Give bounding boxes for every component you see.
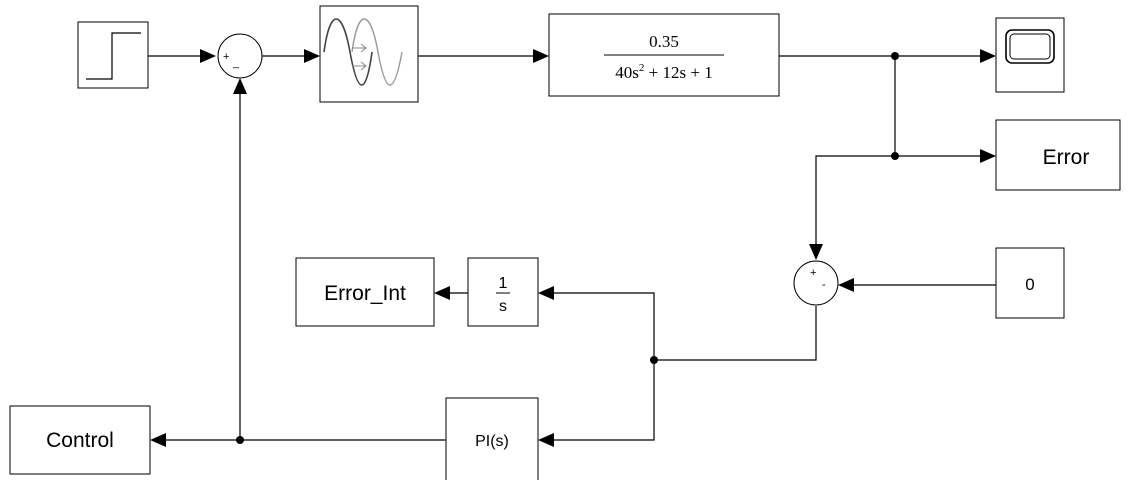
scope-icon <box>1005 29 1055 64</box>
plant-denominator: 40s2 + 12s + 1 <box>615 62 712 82</box>
constant-block[interactable]: 0 <box>995 247 1065 319</box>
branch-point-plant-output <box>891 52 899 60</box>
sum-block-1[interactable]: + _ <box>217 33 263 79</box>
pi-controller-label: PI(s) <box>475 433 509 450</box>
arrowhead-pi-input <box>538 433 554 447</box>
integrator-denominator: s <box>499 298 507 315</box>
step-block[interactable] <box>77 21 149 89</box>
arrowhead-scope-input <box>980 49 996 63</box>
wire-branch-to-integrator[interactable] <box>552 292 655 360</box>
error-output-block[interactable]: Error <box>995 119 1121 191</box>
arrowhead-delay-input <box>304 49 320 63</box>
error-output-label: Error <box>1043 146 1090 169</box>
control-output-block[interactable]: Control <box>9 405 151 475</box>
arrowhead-plant-input <box>533 49 549 63</box>
integrator-block[interactable]: 1 s <box>467 257 539 327</box>
scope-block[interactable] <box>995 17 1065 93</box>
plant-numerator: 0.35 <box>649 32 679 51</box>
arrowheads <box>150 49 996 447</box>
sum1-sign-plus: + <box>223 51 229 63</box>
arrowhead-sum1-bottom-input <box>233 78 247 94</box>
arrowhead-sum2-top-input <box>809 244 823 260</box>
wire-branch-to-error[interactable] <box>894 56 982 157</box>
scope-icon-screen <box>1009 33 1051 60</box>
pi-controller-block[interactable]: PI(s) <box>445 397 539 480</box>
transport-delay-block[interactable] <box>319 5 419 103</box>
branch-points <box>236 52 899 444</box>
wire-error-to-sum2[interactable] <box>815 155 895 244</box>
plant-transfer-fcn-block[interactable]: 0.35 40s2 + 12s + 1 <box>548 13 780 97</box>
wire-branch-to-pi[interactable] <box>552 360 655 441</box>
integrator-numerator: 1 <box>499 275 508 292</box>
error-int-output-block[interactable]: Error_Int <box>295 257 435 327</box>
branch-point-error <box>891 152 899 160</box>
constant-value: 0 <box>1025 275 1034 294</box>
branch-point-control <box>236 436 244 444</box>
arrowhead-integrator-input <box>538 286 554 300</box>
arrowhead-error-input <box>980 149 996 163</box>
signal-lines <box>148 55 996 441</box>
step-icon <box>86 32 141 80</box>
arrowhead-control-input <box>150 433 166 447</box>
sum2-sign-minus: - <box>822 279 826 291</box>
arrowhead-sum2-right-input <box>838 278 854 292</box>
error-int-output-label: Error_Int <box>324 282 406 305</box>
arrowhead-errorint-input <box>434 286 450 300</box>
sum1-sign-minus: _ <box>232 57 240 69</box>
transport-delay-icon <box>323 18 403 86</box>
wire-sum2-to-branch[interactable] <box>654 306 817 361</box>
arrowhead-sum1-input <box>200 49 216 63</box>
control-output-label: Control <box>46 429 114 452</box>
sum2-sign-plus: + <box>810 267 816 279</box>
branch-point-sum2-output <box>650 356 658 364</box>
sum-block-2[interactable]: + - <box>793 260 839 306</box>
